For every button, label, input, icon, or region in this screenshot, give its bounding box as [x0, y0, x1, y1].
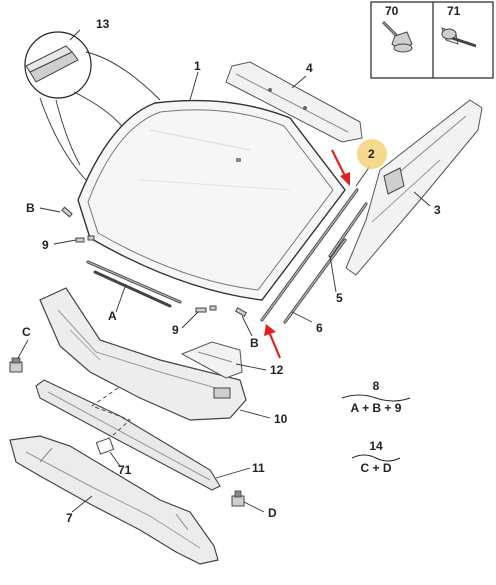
- part-d-clip: [231, 490, 245, 507]
- formula-8-expression: A + B + 9: [351, 401, 402, 415]
- callout-c: C: [22, 325, 31, 339]
- part-10-cowl-panel: [39, 287, 247, 421]
- callout-4: 4: [306, 61, 313, 75]
- part-5-trim-strip: [328, 202, 368, 258]
- screw-70-illustration: [381, 20, 413, 53]
- callout-labels: 13 1 4 70 71 2 3 B 9 5 6 A 9 B C 12 10 1…: [22, 4, 461, 525]
- callout-7: 7: [66, 511, 73, 525]
- callout-1: 1: [194, 59, 201, 73]
- clip-71-illustration: [441, 27, 477, 48]
- highlight-part-2: [357, 139, 387, 169]
- part-13-foam-pad: [24, 31, 161, 181]
- arrow-bottom: [264, 324, 282, 359]
- part-4-roof-header: [225, 61, 363, 143]
- callout-d: D: [268, 506, 277, 520]
- fastener-inset: [370, 1, 494, 79]
- leader-lines: [17, 29, 431, 513]
- callout-71: 71: [118, 463, 132, 477]
- callout-71-inset: 71: [447, 4, 461, 18]
- callout-a: A: [108, 309, 117, 323]
- callout-12: 12: [270, 363, 284, 377]
- formula-14-expression: C + D: [360, 461, 391, 475]
- arrow-top: [331, 149, 350, 186]
- callout-70: 70: [385, 4, 399, 18]
- formula-8-label: 8: [373, 379, 380, 393]
- callout-b-lower: B: [250, 336, 259, 350]
- part-12-bracket: [180, 341, 243, 379]
- part-1-windshield: [77, 99, 346, 301]
- part-3-a-pillar: [345, 99, 483, 276]
- inset-frame: [370, 1, 494, 79]
- part-2-side-seal: [260, 188, 359, 322]
- callout-6: 6: [316, 321, 323, 335]
- part-6-long-strip: [283, 238, 347, 324]
- callout-5: 5: [336, 291, 343, 305]
- formula-8: 8 A + B + 9: [341, 379, 411, 415]
- part-a-lower-strip: [86, 260, 182, 308]
- callout-9-right: 9: [172, 323, 179, 337]
- callout-11: 11: [252, 461, 265, 475]
- red-arrows: [264, 149, 350, 359]
- formula-14: 14 C + D: [351, 439, 401, 475]
- callout-9-left: 9: [42, 238, 49, 252]
- part-c-clip: [9, 357, 23, 373]
- part-7-cross-member: [9, 435, 219, 565]
- part-71-link: [91, 387, 131, 455]
- formula-14-brace: [351, 454, 401, 462]
- part-11-lower-bar: [35, 379, 221, 491]
- formula-14-label: 14: [369, 439, 383, 453]
- formula-8-brace: [341, 394, 411, 402]
- callout-3: 3: [434, 203, 441, 217]
- callout-b-upper: B: [26, 201, 35, 215]
- callout-13: 13: [96, 17, 110, 31]
- callout-10: 10: [274, 412, 288, 426]
- callout-2: 2: [368, 147, 375, 161]
- part-b-clips: [61, 206, 248, 317]
